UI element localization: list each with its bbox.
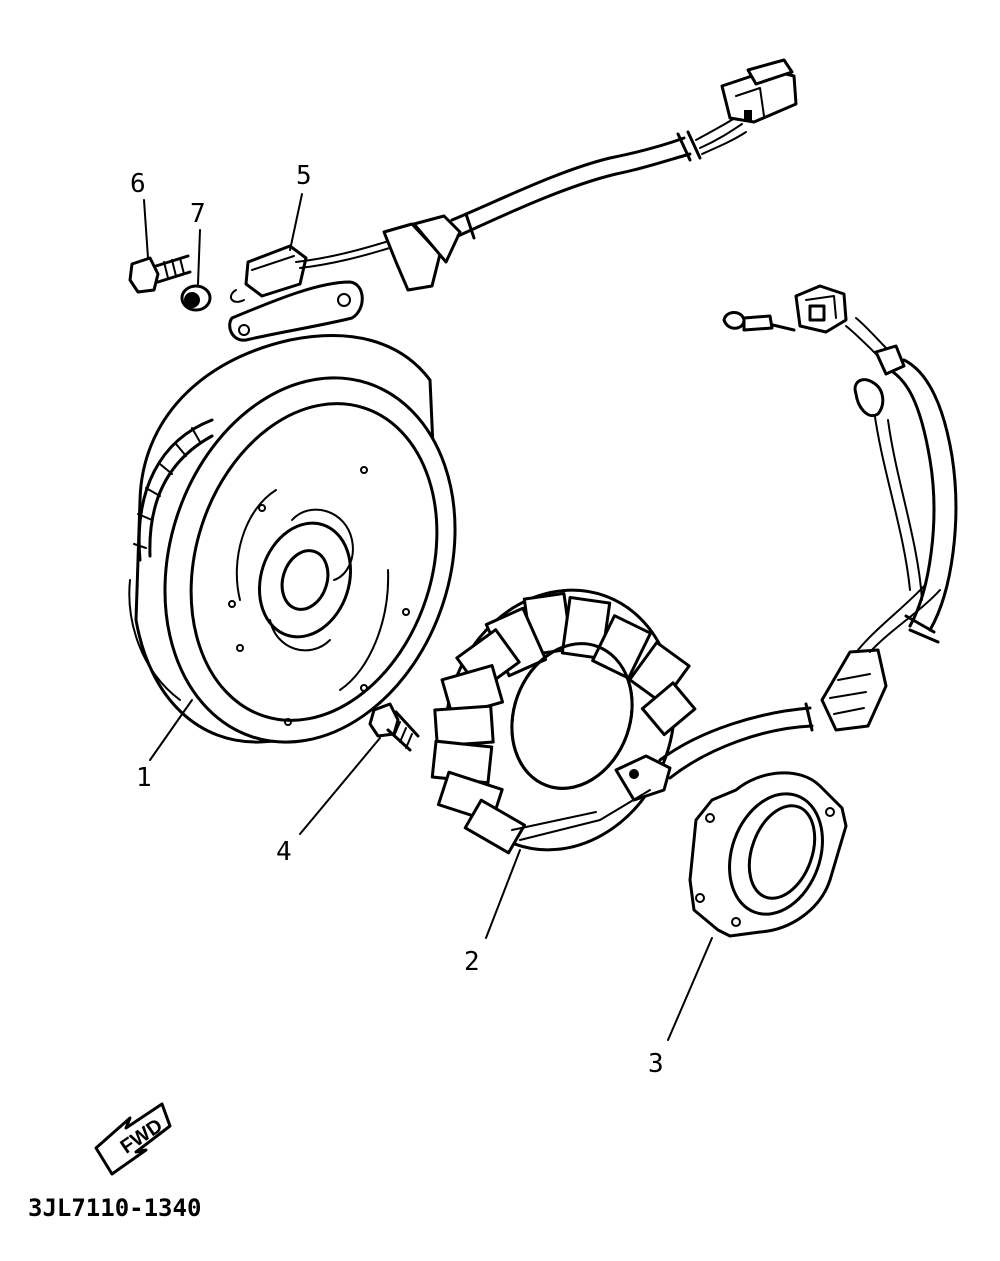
stator-part	[430, 588, 697, 939]
callout-labels: 1 2 3 4 5 6 7	[130, 161, 664, 1079]
callout-1: 1	[136, 763, 152, 793]
callout-7: 7	[190, 199, 206, 229]
callout-5: 5	[296, 161, 312, 191]
callout-6: 6	[130, 169, 146, 199]
rotor-part	[128, 334, 457, 761]
drawing-code: 3JL7110-1340	[28, 1194, 201, 1222]
stator-bolt-part	[299, 702, 420, 835]
fwd-arrow-icon: FWD	[94, 1102, 172, 1176]
washer-part	[180, 284, 212, 312]
pickup-coil-assembly	[228, 58, 798, 342]
callout-4: 4	[276, 837, 292, 867]
pickup-bolt-part	[128, 254, 192, 294]
callout-2: 2	[464, 947, 480, 977]
cover-part	[667, 771, 848, 1041]
stator-harness	[658, 284, 958, 780]
callout-3: 3	[648, 1049, 664, 1079]
